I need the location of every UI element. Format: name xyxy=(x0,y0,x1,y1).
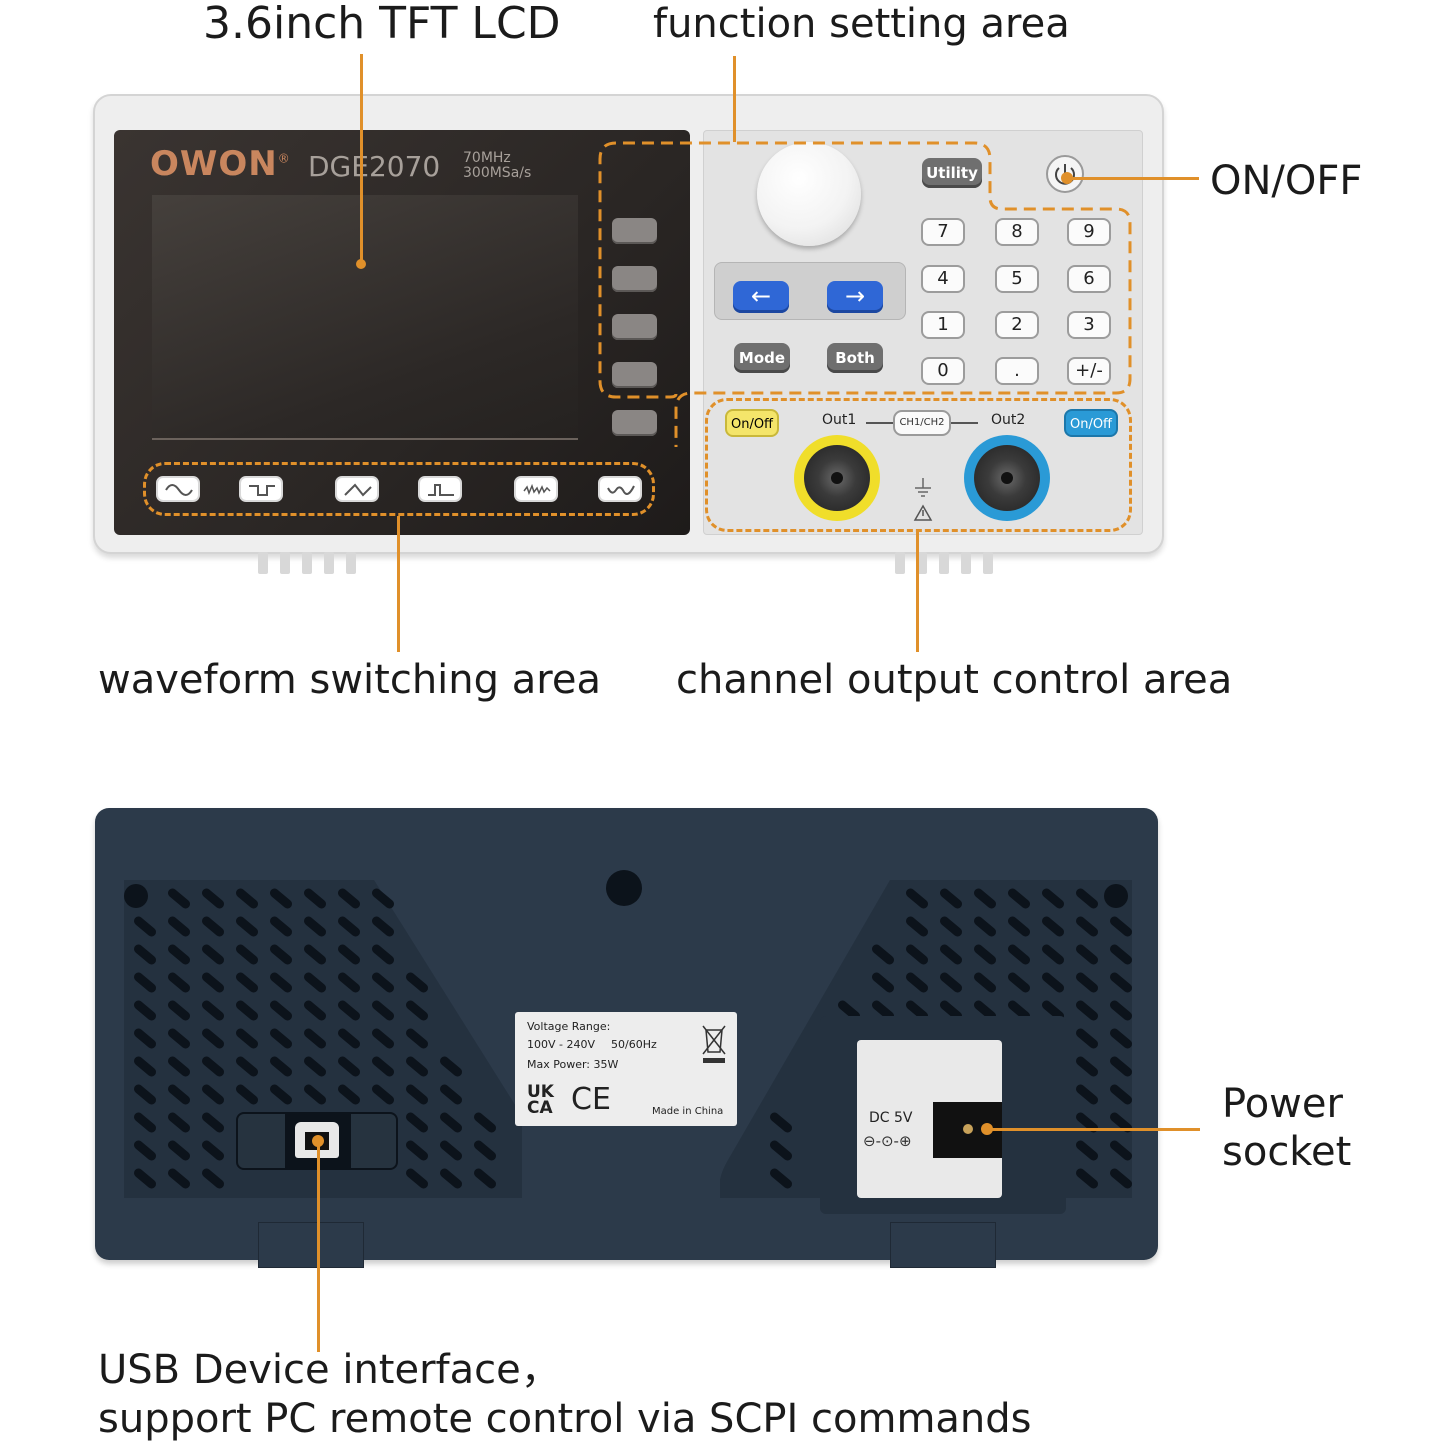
dc-5v-label: DC 5V xyxy=(869,1110,913,1126)
ramp-wave-button[interactable] xyxy=(335,476,379,502)
out1-bnc-connector[interactable] xyxy=(804,445,870,511)
out2-bnc-connector[interactable] xyxy=(974,445,1040,511)
lcd-leader-dot xyxy=(356,259,366,269)
waveform-leader-line xyxy=(397,516,400,652)
dc-socket-plate: DC 5V ⊖-⊙-⊕ xyxy=(857,1040,1002,1198)
key-8[interactable]: 8 xyxy=(995,218,1039,246)
max-power-label: Max Power: 35W xyxy=(527,1058,619,1071)
pulse-wave-icon xyxy=(428,484,454,496)
lcd-callout: 3.6inch TFT LCD xyxy=(203,0,561,49)
noise-wave-icon xyxy=(523,483,551,496)
out2-connector-line xyxy=(950,422,978,424)
pulse-wave-button[interactable] xyxy=(418,476,462,502)
power-socket-callout-line2: socket xyxy=(1222,1129,1352,1175)
brand-logo: OWON® xyxy=(150,144,291,184)
softkey-5[interactable] xyxy=(612,410,657,436)
lcd-screen xyxy=(152,195,578,440)
made-in-label: Made in China xyxy=(652,1106,724,1117)
function-leader-line xyxy=(733,56,736,142)
left-arrow-key[interactable]: ← xyxy=(733,281,789,313)
key-1[interactable]: 1 xyxy=(921,311,965,339)
key-plus-minus[interactable]: +/- xyxy=(1067,357,1111,385)
key-6[interactable]: 6 xyxy=(1067,265,1111,293)
key-2[interactable]: 2 xyxy=(995,311,1039,339)
out2-label: Out2 xyxy=(991,412,1026,428)
ch2-onoff-button[interactable]: On/Off xyxy=(1064,409,1118,437)
right-arrow-key[interactable]: → xyxy=(827,281,883,313)
frequency-value: 50/60Hz xyxy=(611,1038,657,1051)
power-socket-leader-dot xyxy=(981,1123,993,1135)
mode-button[interactable]: Mode xyxy=(734,343,790,373)
left-vent-area xyxy=(124,880,522,1198)
ground-warning-icon xyxy=(913,478,933,521)
usb-callout-line2: support PC remote control via SCPI comma… xyxy=(98,1396,1032,1442)
lcd-leader-line xyxy=(360,54,363,264)
spec-bandwidth: 70MHz xyxy=(463,150,511,166)
key-5[interactable]: 5 xyxy=(995,265,1039,293)
key-4[interactable]: 4 xyxy=(921,265,965,293)
noise-wave-button[interactable] xyxy=(514,476,558,502)
usb-leader-line xyxy=(317,1140,320,1352)
ch-switch-button[interactable]: CH1/CH2 xyxy=(893,410,951,436)
power-socket-callout-line1: Power xyxy=(1222,1081,1343,1127)
sine-wave-icon xyxy=(165,484,193,496)
softkey-2[interactable] xyxy=(612,266,657,292)
ce-mark: CE xyxy=(571,1082,611,1117)
function-area-callout: function setting area xyxy=(653,1,1070,47)
waveform-area-callout: waveform switching area xyxy=(98,657,601,703)
polarity-symbol: ⊖-⊙-⊕ xyxy=(863,1132,912,1150)
power-socket-leader-line xyxy=(986,1128,1200,1131)
model-name: DGE2070 xyxy=(308,150,441,183)
square-wave-button[interactable] xyxy=(239,476,283,502)
weee-bin-icon xyxy=(702,1025,726,1063)
mounting-hole xyxy=(606,870,642,906)
function-area-outline xyxy=(598,141,1132,447)
spec-sample-rate: 300MSa/s xyxy=(463,165,532,181)
softkey-1[interactable] xyxy=(612,218,657,244)
key-3[interactable]: 3 xyxy=(1067,311,1111,339)
ch1-onoff-button[interactable]: On/Off xyxy=(725,409,779,437)
rating-label-plate: Voltage Range: 100V - 240V 50/60Hz Max P… xyxy=(515,1012,737,1126)
on-off-callout: ON/OFF xyxy=(1210,158,1363,204)
key-0[interactable]: 0 xyxy=(921,357,965,385)
usb-leader-dot xyxy=(312,1135,324,1147)
voltage-range-value: 100V - 240V xyxy=(527,1038,596,1051)
waveform-area-outline xyxy=(143,462,655,516)
usb-callout-line1: USB Device interface， xyxy=(98,1347,561,1393)
channel-area-callout: channel output control area xyxy=(676,657,1233,703)
rear-foot-left xyxy=(258,1222,364,1268)
utility-button[interactable]: Utility xyxy=(922,158,982,188)
channel-leader-line xyxy=(916,532,919,652)
square-wave-icon xyxy=(249,485,275,496)
ramp-wave-icon xyxy=(344,483,372,497)
key-7[interactable]: 7 xyxy=(921,218,965,246)
rear-foot-right xyxy=(890,1222,996,1268)
both-button[interactable]: Both xyxy=(827,343,883,373)
voltage-range-label: Voltage Range: xyxy=(527,1020,611,1033)
rotary-knob[interactable] xyxy=(757,142,861,246)
front-foot-left xyxy=(258,552,360,574)
arbitrary-wave-icon xyxy=(607,485,635,495)
front-foot-right xyxy=(895,552,997,574)
on-off-leader-dot xyxy=(1061,172,1073,184)
channel-area-outline xyxy=(705,398,1132,532)
key-9[interactable]: 9 xyxy=(1067,218,1111,246)
out1-label: Out1 xyxy=(822,412,857,428)
on-off-leader-line xyxy=(1068,177,1199,180)
softkey-3[interactable] xyxy=(612,314,657,340)
softkey-4[interactable] xyxy=(612,362,657,388)
key-decimal[interactable]: . xyxy=(995,357,1039,385)
out1-connector-line xyxy=(866,422,894,424)
